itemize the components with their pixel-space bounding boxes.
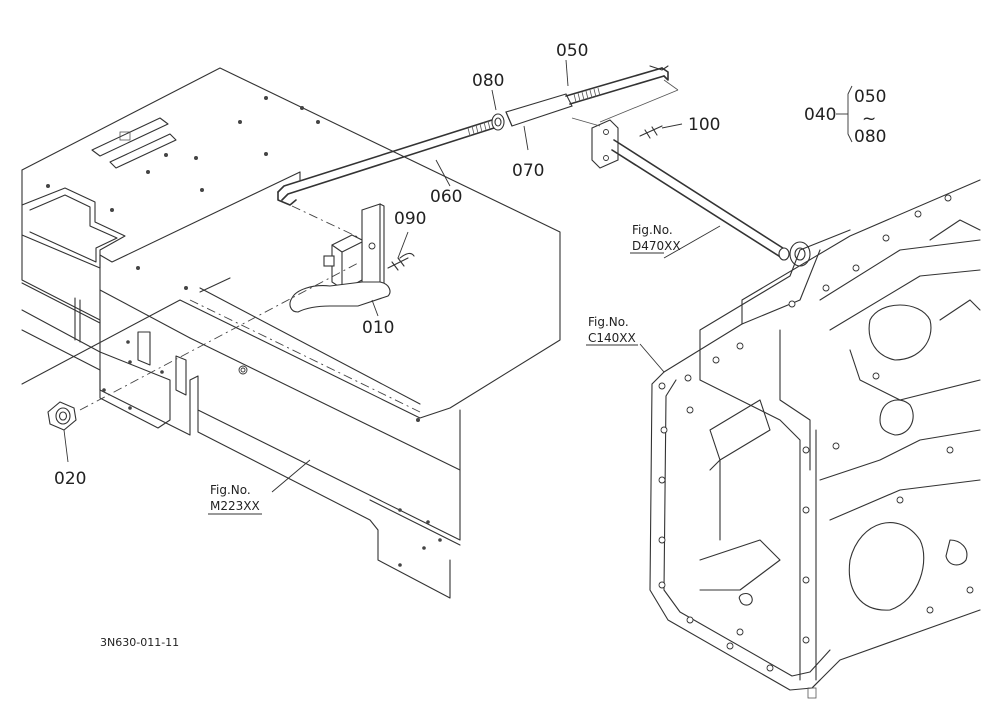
label-060: 060 — [430, 187, 462, 207]
part-labels: 050 080 070 060 090 010 020 100 040 050 … — [54, 41, 886, 489]
fig-m223-line2: M223XX — [210, 499, 260, 513]
fig-c140-line2: C140XX — [588, 331, 636, 345]
label-070: 070 — [512, 161, 544, 181]
transmission-case — [649, 179, 981, 699]
label-080-range: 080 — [854, 127, 886, 147]
label-020: 020 — [54, 469, 86, 489]
nut-020 — [47, 261, 361, 431]
fig-m223-line1: Fig.No. — [210, 483, 251, 497]
label-100: 100 — [688, 115, 720, 135]
fig-d470-line1: Fig.No. — [632, 223, 673, 237]
label-050: 050 — [556, 41, 588, 61]
leader-lines — [63, 59, 853, 493]
rod-assembly — [277, 65, 679, 239]
diagram-code: 3N630-011-11 — [100, 636, 179, 649]
label-range-symbol: ~ — [862, 109, 876, 129]
label-040: 040 — [804, 105, 836, 125]
label-090: 090 — [394, 209, 426, 229]
frame-assembly — [21, 67, 561, 599]
fig-d470-line2: D470XX — [632, 239, 681, 253]
figure-references: Fig.No. D470XX Fig.No. C140XX Fig.No. M2… — [208, 223, 681, 515]
label-050-range: 050 — [854, 87, 886, 107]
label-080: 080 — [472, 71, 504, 91]
label-010: 010 — [362, 318, 394, 338]
shaft-d470 — [571, 89, 811, 267]
lever-010 — [289, 203, 415, 313]
fig-c140-line1: Fig.No. — [588, 315, 629, 329]
